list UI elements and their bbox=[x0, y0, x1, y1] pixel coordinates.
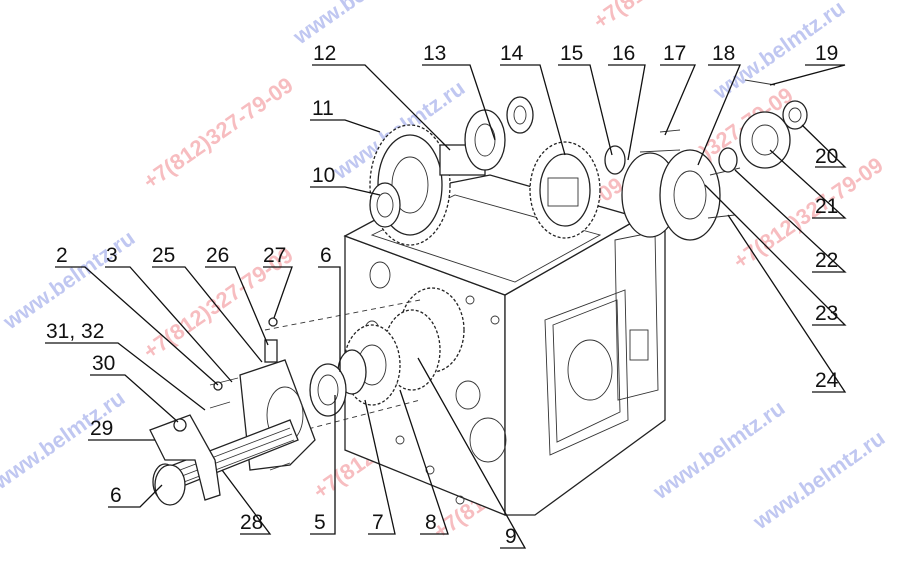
watermark-site: www.belmtz.ru bbox=[648, 395, 790, 505]
watermark-site: www.belmtz.ru bbox=[0, 225, 139, 335]
part-labels: 12 13 14 15 16 17 18 19 11 10 20 21 22 2… bbox=[46, 42, 839, 548]
label-3: 3 bbox=[106, 244, 118, 267]
label-23: 23 bbox=[815, 302, 838, 325]
label-12: 12 bbox=[313, 42, 336, 65]
label-11: 11 bbox=[312, 97, 334, 120]
watermark-phone: +7(812)327-79-09 bbox=[139, 72, 298, 194]
label-19: 19 bbox=[815, 42, 838, 65]
label-17: 17 bbox=[663, 42, 686, 65]
label-7: 7 bbox=[372, 511, 384, 534]
label-9: 9 bbox=[505, 525, 517, 548]
watermark-site: www.belmtz.ru bbox=[748, 425, 890, 535]
watermark-site: www.belmtz.ru bbox=[288, 0, 430, 50]
leader-lines bbox=[45, 64, 847, 549]
label-18: 18 bbox=[712, 42, 735, 65]
upper-gear-set bbox=[369, 96, 534, 246]
label-29: 29 bbox=[90, 417, 113, 440]
label-6-top: 6 bbox=[320, 244, 332, 267]
label-5: 5 bbox=[314, 511, 326, 534]
input-shaft-assembly bbox=[149, 317, 316, 506]
label-24: 24 bbox=[815, 369, 839, 392]
mid-gear-set bbox=[529, 79, 808, 241]
label-25: 25 bbox=[152, 244, 175, 267]
label-27: 27 bbox=[263, 244, 286, 267]
label-14: 14 bbox=[500, 42, 524, 65]
label-16: 16 bbox=[612, 42, 635, 65]
label-8: 8 bbox=[425, 511, 437, 534]
label-15: 15 bbox=[560, 42, 583, 65]
watermark-phone: +7(812)327-79-09 bbox=[589, 0, 748, 34]
label-30: 30 bbox=[92, 352, 115, 375]
lower-gear-set bbox=[264, 287, 465, 441]
label-31-32: 31, 32 bbox=[46, 320, 104, 343]
label-21: 21 bbox=[815, 195, 838, 218]
label-6-bottom: 6 bbox=[110, 484, 122, 507]
label-10: 10 bbox=[312, 164, 335, 187]
label-28: 28 bbox=[240, 511, 263, 534]
watermark-phone: +7(812)327-79-09 bbox=[729, 152, 888, 274]
label-2: 2 bbox=[56, 244, 68, 267]
label-26: 26 bbox=[206, 244, 229, 267]
label-13: 13 bbox=[423, 42, 446, 65]
label-20: 20 bbox=[815, 145, 838, 168]
label-22: 22 bbox=[815, 249, 838, 272]
